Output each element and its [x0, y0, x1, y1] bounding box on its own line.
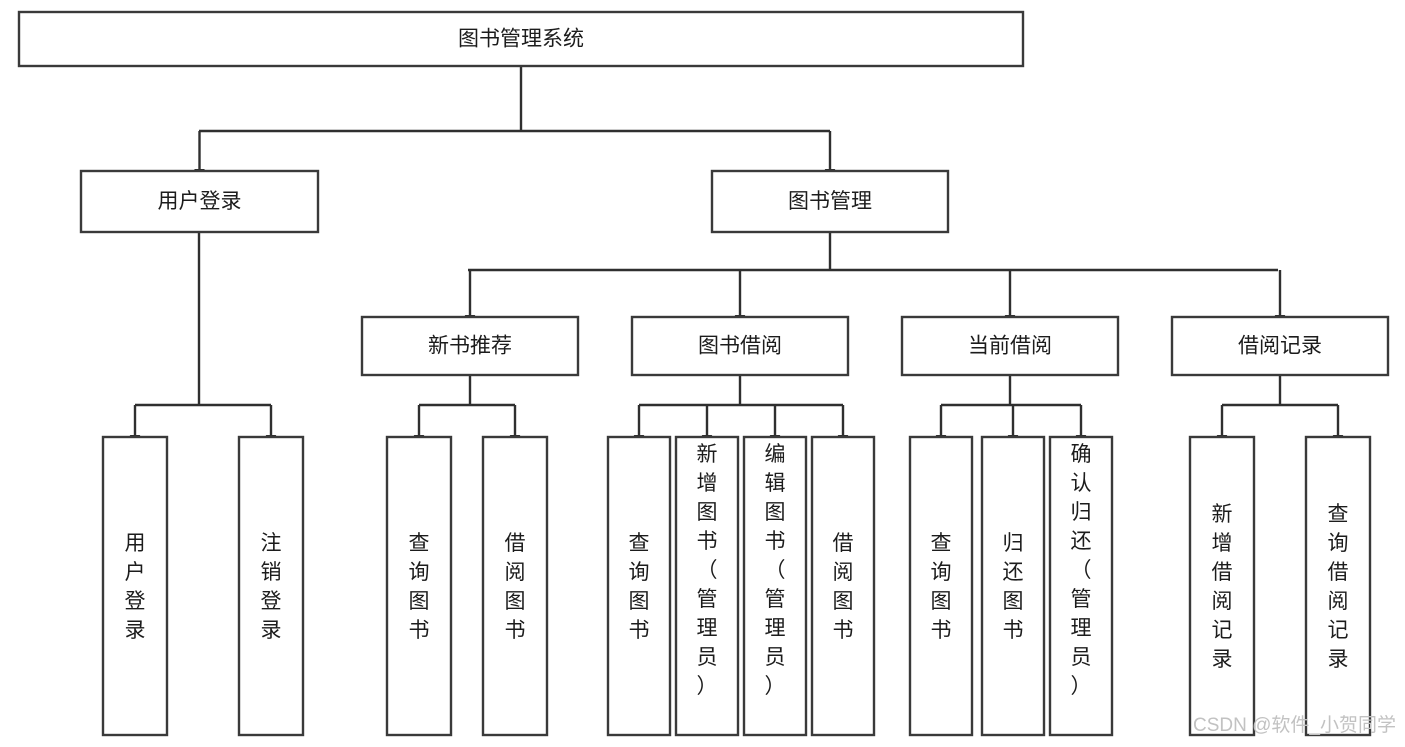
node-label-book-borrow: 图书借阅 — [698, 335, 782, 358]
node-label-book-manage: 图书管理 — [788, 190, 872, 213]
node-label-leaf-logout: 注销登录 — [261, 532, 282, 642]
node-leaf-query-book-current[interactable]: 查询图书 — [908, 435, 974, 737]
node-label-leaf-query-record: 查询借阅记录 — [1328, 503, 1349, 671]
node-book-manage[interactable]: 图书管理 — [710, 169, 950, 234]
node-label-leaf-confirm-return: 确认归还（管理员） — [1071, 443, 1092, 698]
node-box-leaf-add-book — [674, 435, 740, 737]
node-box-book-borrow — [630, 315, 850, 377]
node-leaf-return-book[interactable]: 归还图书 — [980, 435, 1046, 737]
node-label-leaf-borrow-book-rec: 借阅图书 — [505, 532, 526, 642]
node-box-leaf-edit-book — [742, 435, 808, 737]
node-box-leaf-user-login — [101, 435, 169, 737]
node-box-leaf-borrow-book-rec — [481, 435, 549, 737]
node-label-leaf-query-book-rec: 查询图书 — [409, 532, 430, 642]
node-box-leaf-query-book-borrow — [606, 435, 672, 737]
node-borrow-record[interactable]: 借阅记录 — [1170, 315, 1390, 377]
node-label-leaf-return-book: 归还图书 — [1003, 532, 1024, 642]
node-box-leaf-add-record — [1188, 435, 1256, 737]
node-label-new-book-recommend: 新书推荐 — [428, 335, 512, 358]
node-box-leaf-query-record — [1304, 435, 1372, 737]
node-root[interactable]: 图书管理系统 — [17, 10, 1025, 68]
node-box-leaf-borrow-book — [810, 435, 876, 737]
node-label-leaf-query-book-current: 查询图书 — [931, 532, 952, 642]
node-label-current-borrow: 当前借阅 — [968, 335, 1052, 358]
node-user-login[interactable]: 用户登录 — [79, 169, 320, 234]
node-new-book-recommend[interactable]: 新书推荐 — [360, 315, 580, 377]
node-box-leaf-logout — [237, 435, 305, 737]
node-box-root — [17, 10, 1025, 68]
node-leaf-query-record[interactable]: 查询借阅记录 — [1304, 435, 1372, 737]
node-leaf-query-book-borrow[interactable]: 查询图书 — [606, 435, 672, 737]
node-leaf-borrow-book[interactable]: 借阅图书 — [810, 435, 876, 737]
node-leaf-confirm-return[interactable]: 确认归还（管理员） — [1048, 435, 1114, 737]
node-box-leaf-query-book-rec — [385, 435, 453, 737]
node-leaf-add-record[interactable]: 新增借阅记录 — [1188, 435, 1256, 737]
node-label-user-login: 用户登录 — [158, 190, 242, 213]
node-label-leaf-add-record: 新增借阅记录 — [1212, 503, 1233, 671]
node-box-user-login — [79, 169, 320, 234]
node-leaf-logout[interactable]: 注销登录 — [237, 435, 305, 737]
node-box-borrow-record — [1170, 315, 1390, 377]
node-leaf-add-book[interactable]: 新增图书（管理员） — [674, 435, 740, 737]
node-box-current-borrow — [900, 315, 1120, 377]
node-box-leaf-confirm-return — [1048, 435, 1114, 737]
node-label-leaf-edit-book: 编辑图书（管理员） — [765, 443, 786, 698]
node-book-borrow[interactable]: 图书借阅 — [630, 315, 850, 377]
node-label-borrow-record: 借阅记录 — [1238, 335, 1322, 358]
node-label-root: 图书管理系统 — [458, 28, 584, 51]
node-box-new-book-recommend — [360, 315, 580, 377]
watermark-label: CSDN @软件_小贺同学 — [1193, 714, 1396, 736]
node-current-borrow[interactable]: 当前借阅 — [900, 315, 1120, 377]
node-leaf-user-login[interactable]: 用户登录 — [101, 435, 169, 737]
node-leaf-borrow-book-rec[interactable]: 借阅图书 — [481, 435, 549, 737]
node-label-leaf-borrow-book: 借阅图书 — [833, 532, 854, 642]
connector-layer — [129, 66, 1344, 445]
node-layer: 图书管理系统用户登录图书管理新书推荐图书借阅当前借阅借阅记录用户登录注销登录查询… — [17, 10, 1390, 737]
node-leaf-query-book-rec[interactable]: 查询图书 — [385, 435, 453, 737]
node-leaf-edit-book[interactable]: 编辑图书（管理员） — [742, 435, 808, 737]
node-label-leaf-add-book: 新增图书（管理员） — [697, 443, 718, 698]
node-box-leaf-query-book-current — [908, 435, 974, 737]
node-label-leaf-user-login: 用户登录 — [125, 532, 146, 642]
node-box-leaf-return-book — [980, 435, 1046, 737]
node-label-leaf-query-book-borrow: 查询图书 — [629, 532, 650, 642]
node-box-book-manage — [710, 169, 950, 234]
